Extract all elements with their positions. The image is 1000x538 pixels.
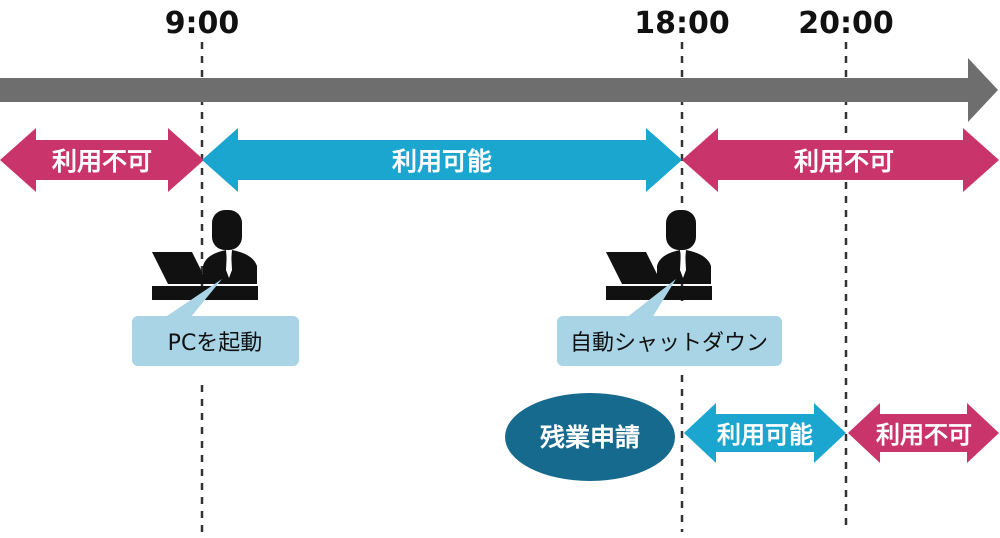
available-label-main: 利用可能	[392, 147, 492, 176]
person-tie	[226, 251, 232, 278]
person-at-laptop-icon	[606, 210, 712, 300]
bubble-body	[132, 316, 299, 366]
time-label-0900: 9:00	[165, 6, 240, 41]
shutdown-label: 自動シャットダウン	[570, 331, 768, 356]
person-tie	[680, 251, 686, 278]
timeline-arrow	[0, 58, 998, 122]
pc-start-bubble: PCを起動	[132, 279, 299, 366]
overtime-request-ellipse	[505, 393, 675, 481]
shutdown-bubble: 自動シャットダウン	[557, 279, 782, 366]
unavailable-label-left: 利用不可	[52, 147, 152, 176]
laptop-screen	[152, 252, 208, 284]
time-label-1800: 18:00	[634, 6, 730, 41]
bubble-tail	[626, 279, 676, 318]
overtime-available-label: 利用可能	[717, 421, 813, 449]
person-at-laptop-icon	[152, 210, 258, 300]
time-label-2000: 20:00	[798, 6, 894, 41]
overtime-unavailable-label: 利用不可	[876, 421, 972, 449]
laptop-screen	[606, 252, 662, 284]
unavailable-arrow-left	[0, 128, 204, 192]
unavailable-label-right: 利用不可	[794, 147, 894, 176]
bubble-tail	[164, 279, 222, 318]
overtime-unavailable-arrow	[848, 403, 999, 463]
person-head	[666, 210, 696, 250]
overtime-available-arrow	[684, 403, 846, 463]
overtime-request-label: 残業申請	[540, 423, 640, 452]
person-head	[212, 210, 242, 250]
pc-start-label: PCを起動	[168, 331, 263, 356]
bubble-body	[557, 316, 782, 366]
unavailable-arrow-right	[682, 128, 999, 192]
available-arrow-main	[202, 128, 682, 192]
